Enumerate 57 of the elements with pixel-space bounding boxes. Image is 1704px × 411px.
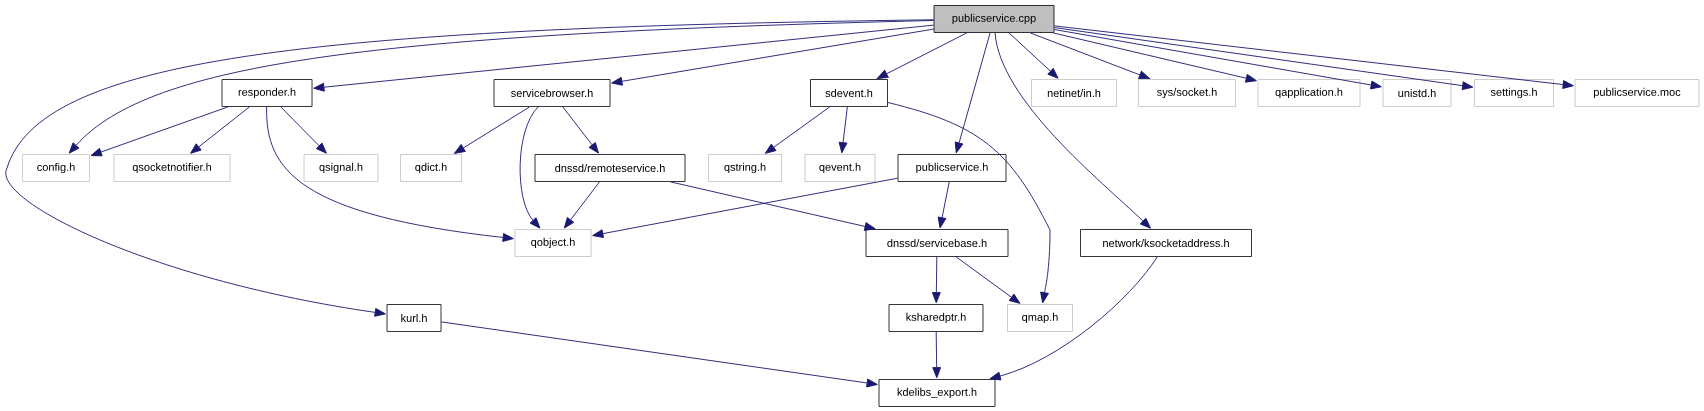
file-box: kurl.h xyxy=(386,304,442,332)
arrow xyxy=(1008,32,1059,79)
file-box: network/ksocketaddress.h xyxy=(1080,229,1252,257)
arrow xyxy=(932,331,942,379)
arrow xyxy=(280,106,327,154)
arrow xyxy=(519,106,541,229)
arrow xyxy=(190,106,250,154)
file-box: qobject.h xyxy=(514,229,592,257)
arrow xyxy=(989,256,1158,381)
file-box: publicservice.cpp xyxy=(933,5,1055,33)
arrow xyxy=(592,177,899,238)
file-box: dnssd/servicebase.h xyxy=(865,229,1009,257)
file-box: qdict.h xyxy=(400,154,462,182)
arrow xyxy=(937,181,950,229)
arrow xyxy=(313,24,935,92)
arrow xyxy=(68,20,935,154)
file-box: qmap.h xyxy=(1007,304,1073,332)
arrow xyxy=(887,102,1051,304)
arrow xyxy=(266,106,514,242)
arrow xyxy=(563,181,600,229)
arrow xyxy=(1029,32,1151,80)
arrow xyxy=(1052,32,1257,83)
arrow xyxy=(562,106,599,154)
file-box: qapplication.h xyxy=(1257,79,1361,107)
file-box: sdevent.h xyxy=(810,79,888,107)
file-box: unistd.h xyxy=(1382,79,1452,107)
arrow xyxy=(838,106,848,154)
file-box: ksharedptr.h xyxy=(888,304,984,332)
file-box: publicservice.h xyxy=(897,154,1007,182)
arrow xyxy=(1053,29,1382,90)
arrow xyxy=(994,32,1151,229)
arrow xyxy=(1053,27,1474,91)
file-box: config.h xyxy=(22,154,90,182)
file-box: servicebrowser.h xyxy=(493,79,611,107)
file-box: qsignal.h xyxy=(303,154,379,182)
file-box: responder.h xyxy=(221,79,313,107)
arrow xyxy=(931,256,941,304)
file-box: dnssd/remoteservice.h xyxy=(534,154,686,182)
arrow xyxy=(454,106,531,154)
arrow xyxy=(5,19,935,317)
arrow xyxy=(611,28,935,86)
file-box: settings.h xyxy=(1474,79,1554,107)
file-box: kdelibs_export.h xyxy=(878,379,996,407)
file-box: publicservice.moc xyxy=(1574,79,1700,107)
file-box: qevent.h xyxy=(804,154,876,182)
file-box: qsocketnotifier.h xyxy=(113,154,231,182)
file-box: netinet/in.h xyxy=(1031,79,1117,107)
arrow xyxy=(90,106,229,157)
arrow xyxy=(955,256,1021,304)
file-box: qstring.h xyxy=(708,154,782,182)
arrow xyxy=(954,32,991,154)
arrow xyxy=(670,181,876,231)
arrow xyxy=(1053,25,1574,89)
arrow xyxy=(764,106,831,154)
arrow xyxy=(440,321,878,388)
file-box: sys/socket.h xyxy=(1138,79,1236,107)
arrow xyxy=(876,32,968,79)
